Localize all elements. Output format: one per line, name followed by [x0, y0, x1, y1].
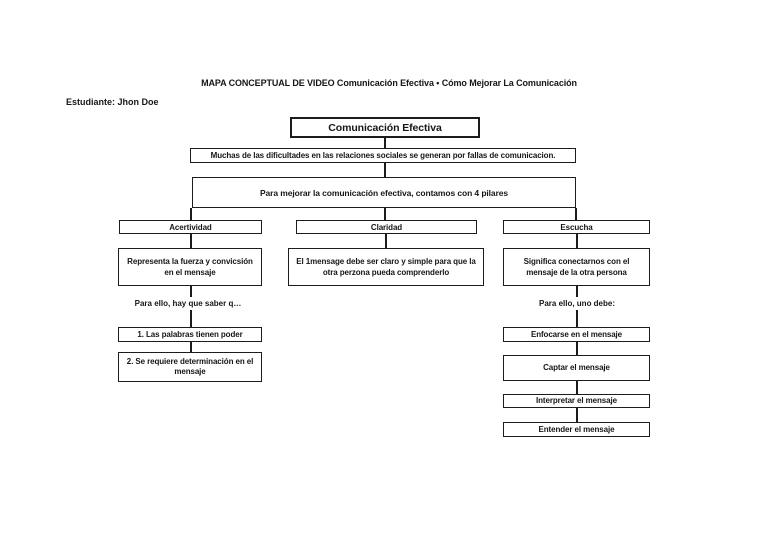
connector-line: [576, 310, 578, 327]
premise-node: Muchas de las dificultades en las relaci…: [190, 148, 576, 163]
connector-line: [575, 208, 577, 220]
connector-line: [384, 208, 386, 220]
connector-line: [576, 408, 578, 422]
connector-line: [576, 286, 578, 297]
pillars-node: Para mejorar la comunicación efectiva, c…: [192, 177, 576, 208]
connector-line: [190, 310, 192, 327]
connector-line: [576, 342, 578, 355]
connector-line: [385, 234, 387, 248]
step-captar: Captar el mensaje: [503, 355, 650, 381]
column-desc-acertividad: Representa la fuerza y convicsión en el …: [118, 248, 262, 286]
connector-line: [190, 234, 192, 248]
column-header-claridad: Claridad: [296, 220, 477, 234]
connector-line: [576, 234, 578, 248]
connector-line: [190, 342, 192, 352]
step-entender: Entender el mensaje: [503, 422, 650, 437]
step-enfocarse: Enfocarse en el mensaje: [503, 327, 650, 342]
step-interpretar: Interpretar el mensaje: [503, 394, 650, 408]
page-title: MAPA CONCEPTUAL DE VIDEO Comunicación Ef…: [201, 78, 577, 88]
connector-line: [384, 163, 386, 177]
bridge-label-escucha: Para ello, uno debe:: [538, 299, 616, 308]
column-header-escucha: Escucha: [503, 220, 650, 234]
column-desc-claridad: El 1mensage debe ser claro y simple para…: [288, 248, 484, 286]
connector-line: [576, 381, 578, 394]
column-header-acertividad: Acertividad: [119, 220, 262, 234]
connector-line: [190, 208, 192, 220]
connector-line: [190, 286, 192, 297]
student-name: Estudiante: Jhon Doe: [66, 97, 159, 107]
step-determinacion: 2. Se requiere determinación en el mensa…: [118, 352, 262, 382]
connector-line: [384, 138, 386, 148]
column-desc-escucha: Significa conectarnos con el mensaje de …: [503, 248, 650, 286]
bridge-label-acertividad: Para ello, hay que saber q…: [134, 299, 242, 308]
step-palabras-poder: 1. Las palabras tienen poder: [118, 327, 262, 342]
root-node: Comunicación Efectiva: [290, 117, 480, 138]
